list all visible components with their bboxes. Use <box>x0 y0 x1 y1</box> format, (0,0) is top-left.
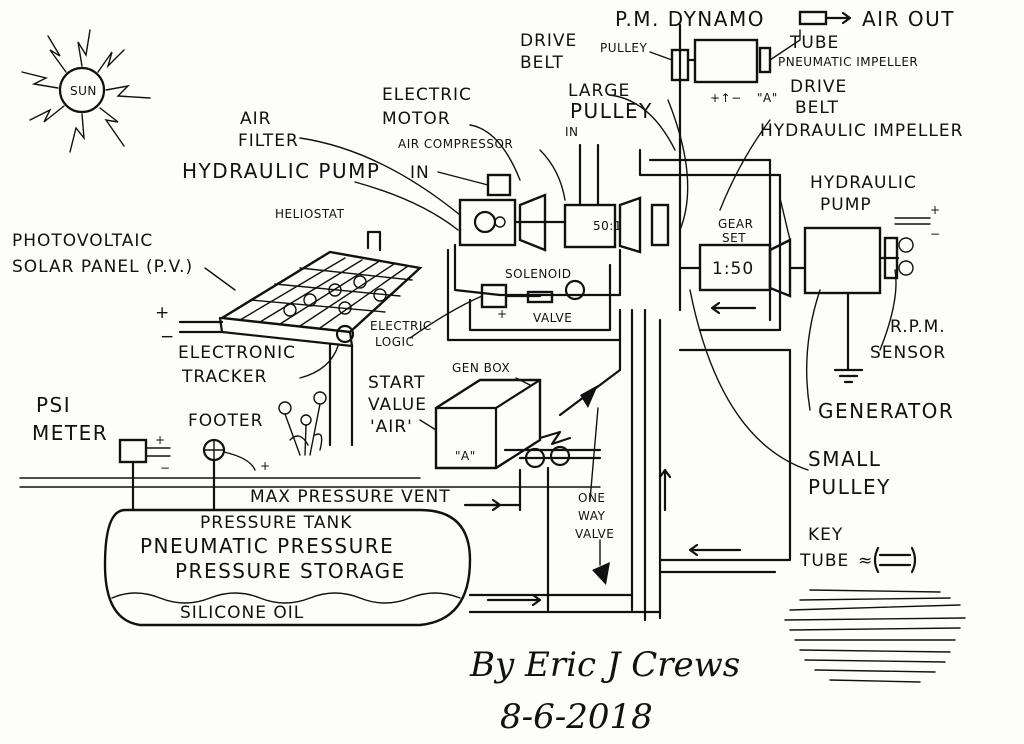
one-way-valve-2 <box>592 562 610 585</box>
gen-box: "A" <box>434 378 602 470</box>
sensor-label: SENSOR <box>870 343 946 363</box>
air-out-label: AIR OUT <box>862 7 955 31</box>
svg-text:+: + <box>155 433 166 447</box>
svg-text:−: − <box>930 227 941 241</box>
psi-meter: + − <box>118 433 171 512</box>
air-filter-label-b: FILTER <box>238 131 299 151</box>
dynamo-plus-minus: +↑− <box>710 91 742 105</box>
drive-belt-label-1b: BELT <box>520 53 564 73</box>
generator-box: + − <box>803 203 941 384</box>
leader-lines <box>204 51 897 566</box>
start-value-label-b: VALUE <box>368 395 427 415</box>
sun-drawing: SUN <box>21 29 151 153</box>
labels: P.M. DYNAMO AIR OUT TUBE PNEUMATIC IMPEL… <box>12 7 963 737</box>
scribble-stamp <box>784 589 966 683</box>
in-label-1: IN <box>410 163 430 183</box>
one-way-valve-1 <box>580 385 598 408</box>
dynamo-a-label: "A" <box>757 91 778 105</box>
gear-set-label-b: SET <box>722 231 746 245</box>
date-label: 8-6-2018 <box>500 697 653 737</box>
start-value-label-c: 'AIR' <box>370 417 413 437</box>
pv-label-b: SOLAR PANEL (P.V.) <box>12 257 193 277</box>
drive-belt-label-1a: DRIVE <box>520 31 577 51</box>
flower-drawing <box>278 391 327 456</box>
svg-text:+: + <box>260 459 271 473</box>
pv-label-a: PHOTOVOLTAIC <box>12 231 153 251</box>
in-label-2: IN <box>565 125 579 139</box>
pv-solar-panel: + − <box>155 230 423 447</box>
pm-dynamo-label: P.M. DYNAMO <box>615 7 765 31</box>
svg-text:+: + <box>497 307 508 321</box>
gen-box-a-label: "A" <box>455 449 476 463</box>
one-way-valve-label-a: ONE <box>578 491 606 505</box>
one-way-valve-label-b: WAY <box>578 509 605 523</box>
air-filter-label-a: AIR <box>240 109 271 129</box>
signature-drawing: By Eric J Crews <box>469 645 740 685</box>
svg-text:+: + <box>930 203 941 217</box>
key-label: KEY <box>808 525 843 545</box>
footer-label: FOOTER <box>188 411 263 431</box>
tank-label-line2: PNEUMATIC PRESSURE <box>140 534 394 558</box>
svg-text:≈: ≈ <box>858 551 873 571</box>
pneumatic-impeller-label: PNEUMATIC IMPELLER <box>778 55 918 69</box>
key-tube-symbol <box>873 546 917 574</box>
electric-motor-label-b: MOTOR <box>382 109 451 129</box>
ratio-50-label: 50:1 <box>593 219 622 233</box>
svg-text:−: − <box>160 461 171 475</box>
pressure-tank: PRESSURE TANK PNEUMATIC PRESSURE PRESSUR… <box>103 508 472 627</box>
tank-label-line3: PRESSURE STORAGE <box>175 559 406 583</box>
psi-label-a: PSI <box>36 393 71 417</box>
tank-label-line1: PRESSURE TANK <box>200 513 352 533</box>
drive-belt-label-2b: BELT <box>795 98 839 118</box>
air-compressor-label: AIR COMPRESSOR <box>398 137 513 151</box>
motor-compressor-cluster: 50:1 <box>458 173 670 254</box>
pm-dynamo: +↑− "A" <box>670 10 852 312</box>
electronic-tracker-label-a: ELECTRONIC <box>178 343 296 363</box>
generator-label: GENERATOR <box>818 399 954 423</box>
start-value-label-a: START <box>368 373 425 393</box>
tank-oil-label: SILICONE OIL <box>180 603 304 623</box>
hydraulic-pump-label-1: HYDRAULIC PUMP <box>182 159 380 183</box>
gear-set: 1:50 <box>678 238 807 298</box>
electronic-tracker-label-b: TRACKER <box>181 367 267 387</box>
electric-logic-label-a: ELECTRIC <box>370 319 432 333</box>
svg-text:−: − <box>160 327 175 347</box>
gear-set-label-a: GEAR <box>718 217 753 231</box>
gen-box-label: GEN BOX <box>452 361 510 375</box>
key-tube-label: TUBE <box>799 551 849 571</box>
flow-arrows <box>463 301 757 607</box>
heliostat-label: HELIOSTAT <box>275 207 345 221</box>
pulley-label: PULLEY <box>600 41 647 55</box>
large-pulley-label-b: PULLEY <box>570 99 653 123</box>
tube-label-top: TUBE <box>789 33 839 53</box>
valve-label: VALVE <box>533 311 572 325</box>
hydraulic-pump-label-2b: PUMP <box>820 195 872 215</box>
rpm-label: R.P.M. <box>890 317 946 337</box>
psi-label-b: METER <box>32 421 108 445</box>
footer-gauge: + <box>202 438 271 512</box>
hydraulic-impeller-label: HYDRAULIC IMPELLER <box>760 121 963 141</box>
electric-logic-label-b: LOGIC <box>375 335 414 349</box>
small-pulley-label-a: SMALL <box>808 447 881 471</box>
small-pulley-label-b: PULLEY <box>808 475 891 499</box>
electric-motor-label-a: ELECTRIC <box>382 85 472 105</box>
drive-belt-label-2a: DRIVE <box>790 77 847 97</box>
hydraulic-pump-label-2a: HYDRAULIC <box>810 173 917 193</box>
sun-label: SUN <box>70 84 97 98</box>
ratio-150-label: 1:50 <box>712 259 754 279</box>
solenoid-label: SOLENOID <box>505 267 572 281</box>
max-pressure-vent-label: MAX PRESSURE VENT <box>250 487 451 507</box>
one-way-valve-label-c: VALVE <box>575 527 614 541</box>
svg-text:+: + <box>155 303 170 323</box>
